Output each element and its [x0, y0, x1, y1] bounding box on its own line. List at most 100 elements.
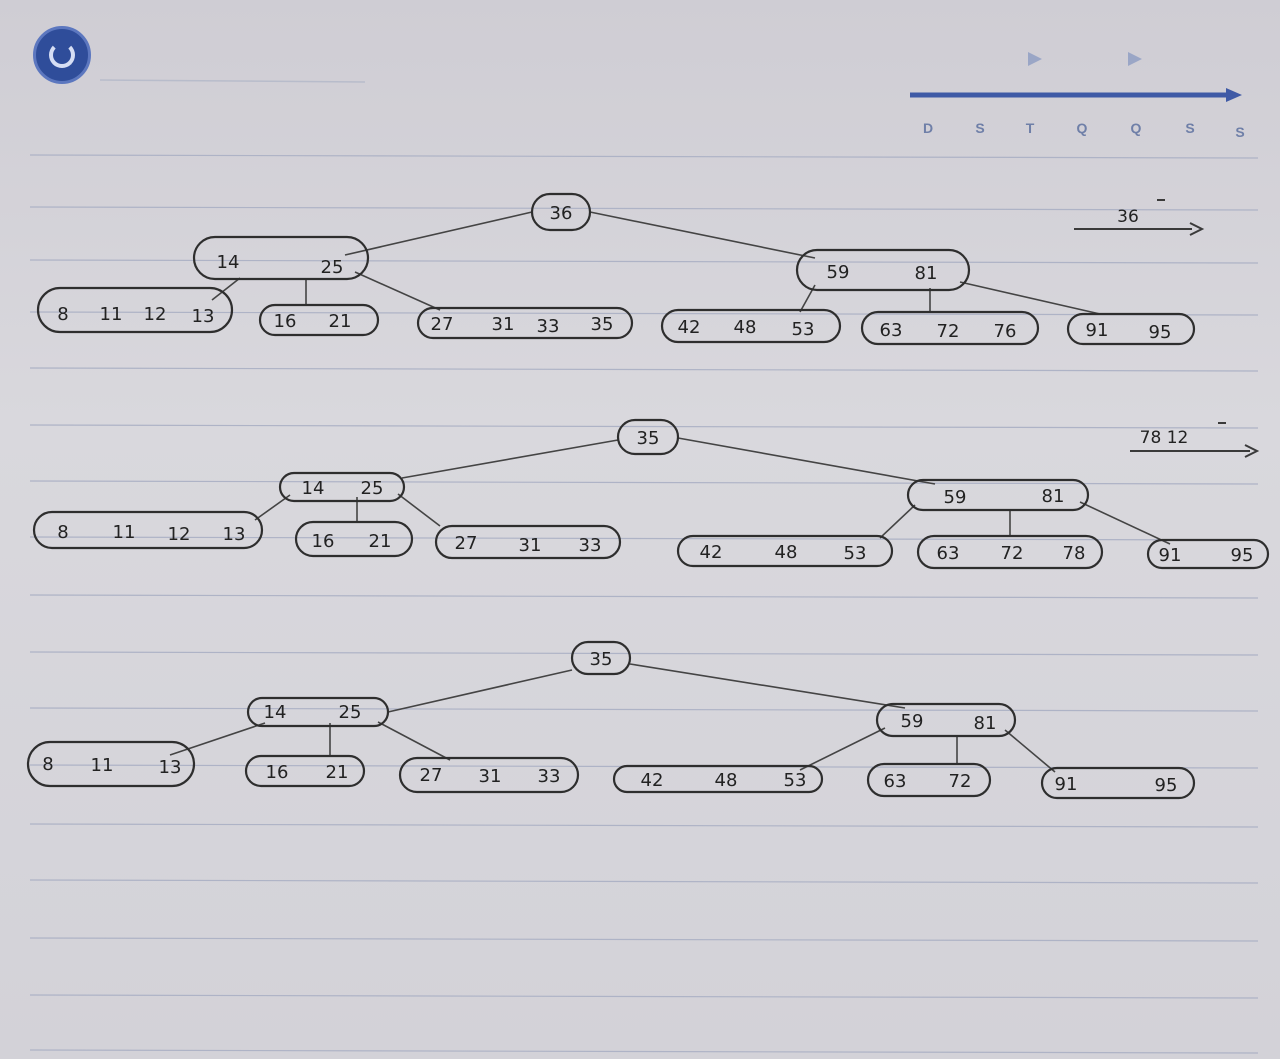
btree-node-leaf: 42 48 53	[660, 308, 842, 344]
node-key: 11	[100, 304, 123, 325]
node-key: 78	[1063, 543, 1086, 564]
node-key: 14	[264, 702, 287, 723]
node-key: 48	[775, 542, 798, 563]
btree-node-leaf: 91 95	[1040, 766, 1196, 800]
btree-node-internal: 59 81	[795, 248, 971, 292]
node-key: 53	[792, 319, 815, 340]
node-key: 76	[994, 321, 1017, 342]
node-key: 81	[915, 263, 938, 284]
insert-note: 36	[1074, 199, 1205, 236]
btree-node-internal: 14 25	[192, 235, 370, 281]
node-key: 42	[641, 770, 664, 791]
btree-diagram-2: 35 14 25 59 81 8 11 12 13 16	[32, 418, 1270, 570]
play-icon	[1128, 52, 1142, 66]
weekday-label: S	[975, 120, 984, 136]
btree-node-leaf: 16 21	[258, 303, 380, 337]
node-key: 8	[57, 304, 68, 325]
node-key: 48	[715, 770, 738, 791]
btree-node-leaf: 42 48 53	[676, 534, 894, 568]
node-key: 48	[734, 317, 757, 338]
btree-node-leaf: 8 11 12 13	[36, 286, 234, 334]
node-key: 63	[880, 320, 903, 341]
btree-node-internal: 59 81	[906, 478, 1090, 512]
node-key: 33	[537, 316, 560, 337]
btree-diagram-1: 36 14 25 59 81 8 11 12 13 16	[36, 192, 1196, 346]
node-key: 16	[312, 531, 335, 552]
node-key: 13	[159, 757, 182, 778]
remove-keys-label: 78 12	[1140, 428, 1189, 448]
header-rule	[99, 79, 366, 83]
btree-node-leaf: 91 95	[1066, 312, 1196, 346]
btree-node-leaf: 27 31 33 35	[416, 306, 634, 340]
btree-node-leaf: 42 48 53	[612, 764, 824, 794]
tree-edges	[169, 663, 1056, 773]
btree-node-leaf: 27 31 33	[398, 756, 580, 794]
btree-node-leaf: 63 72 78	[916, 534, 1104, 570]
node-key: 35	[590, 649, 613, 670]
btree-node-internal: 14 25	[246, 696, 390, 728]
insert-key-label: 36	[1117, 207, 1139, 227]
node-key: 95	[1149, 322, 1172, 343]
node-key: 72	[937, 321, 960, 342]
node-key: 42	[678, 317, 701, 338]
node-key: 31	[492, 314, 515, 335]
btree-node-leaf: 63 72	[866, 762, 992, 798]
node-key: 31	[519, 535, 542, 556]
btree-node-internal: 14 25	[278, 471, 406, 503]
node-key: 27	[431, 314, 454, 335]
node-key: 63	[884, 771, 907, 792]
node-key: 81	[1042, 486, 1065, 507]
weekday-label: Q	[1077, 120, 1088, 136]
node-key: 21	[326, 762, 349, 783]
btree-node-root: 35	[570, 640, 632, 676]
node-key: 25	[321, 257, 344, 278]
btree-node-leaf: 91 95	[1146, 538, 1270, 570]
node-key: 12	[168, 524, 191, 545]
node-key: 35	[637, 428, 660, 449]
play-icon	[1028, 52, 1042, 66]
btree-node-leaf: 27 31 33	[434, 524, 622, 560]
ruled-lines	[29, 154, 1259, 1054]
node-key: 95	[1155, 775, 1178, 796]
node-key: 36	[550, 203, 573, 224]
node-key: 59	[944, 487, 967, 508]
node-key: 14	[217, 252, 240, 273]
node-key: 27	[455, 533, 478, 554]
node-key: 16	[274, 311, 297, 332]
node-key: 11	[91, 755, 114, 776]
node-key: 16	[266, 762, 289, 783]
node-key: 53	[844, 543, 867, 564]
tree-edges	[211, 211, 1101, 315]
weekday-label: S	[1185, 120, 1194, 136]
btree-diagram-3: 35 14 25 59 81 8 11 13 16 21	[26, 640, 1196, 800]
recycle-logo-icon	[33, 26, 91, 84]
node-key: 63	[937, 543, 960, 564]
node-key: 33	[538, 766, 561, 787]
arrow-right-icon	[1189, 222, 1205, 236]
node-key: 13	[223, 524, 246, 545]
arrow-right-icon	[1244, 444, 1260, 458]
btree-node-leaf: 8 11 12 13	[32, 510, 264, 550]
weekday-label: T	[1026, 120, 1035, 136]
node-key: 25	[339, 702, 362, 723]
node-key: 21	[369, 531, 392, 552]
btree-node-leaf: 16 21	[294, 520, 414, 558]
node-key: 72	[949, 771, 972, 792]
timeline-arrow-icon	[1226, 88, 1242, 102]
btree-node-leaf: 8 11 13	[26, 740, 196, 788]
node-key: 91	[1159, 545, 1182, 566]
node-key: 91	[1055, 774, 1078, 795]
btree-node-internal: 59 81	[875, 702, 1017, 738]
btree-node-leaf: 63 72 76	[860, 310, 1040, 346]
weekday-label: D	[923, 120, 933, 136]
node-key: 42	[700, 542, 723, 563]
node-key: 35	[591, 314, 614, 335]
node-key: 8	[57, 522, 68, 543]
node-key: 13	[192, 306, 215, 327]
node-key: 21	[329, 311, 352, 332]
node-key: 95	[1231, 545, 1254, 566]
weekday-label: S	[1235, 124, 1244, 140]
node-key: 25	[361, 478, 384, 499]
